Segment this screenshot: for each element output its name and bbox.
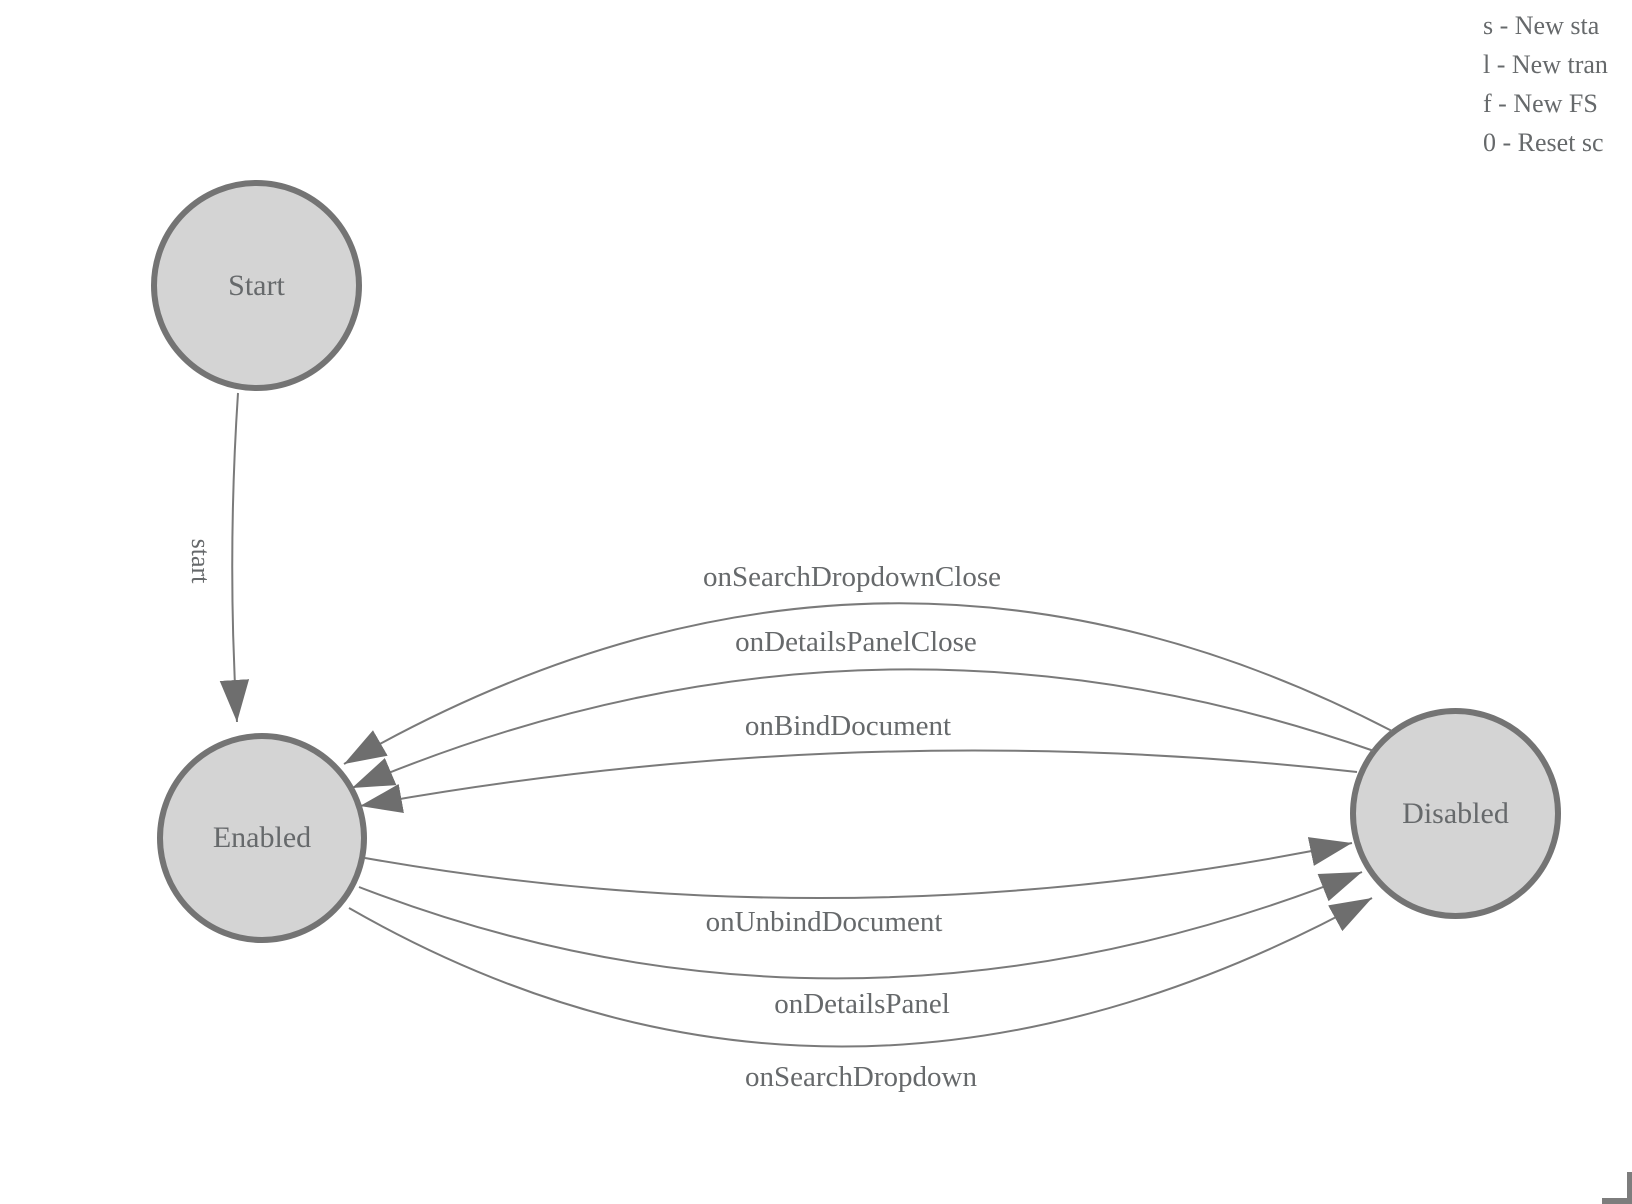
state-label: Start xyxy=(228,268,285,302)
shortcuts-legend: s - New sta l - New tran f - New FS 0 - … xyxy=(1483,6,1608,162)
edge-label-on-bind-document[interactable]: onBindDocument xyxy=(744,710,952,742)
state-label: Enabled xyxy=(212,821,312,854)
legend-line: l - New tran xyxy=(1483,50,1608,79)
edge-start[interactable] xyxy=(219,392,250,723)
edge-label-on-details-panel-close[interactable]: onDetailsPanelClose xyxy=(735,626,977,658)
edge-on-search-dropdown[interactable] xyxy=(348,897,1373,1048)
edge-on-search-dropdown-close[interactable] xyxy=(343,602,1393,765)
legend-line: 0 - Reset sc xyxy=(1483,128,1604,157)
edge-on-details-panel[interactable] xyxy=(358,871,1363,980)
state-enabled[interactable]: Enabled xyxy=(157,733,367,943)
edge-on-bind-document[interactable] xyxy=(359,749,1358,813)
edge-label-on-details-panel[interactable]: onDetailsPanel xyxy=(774,988,950,1020)
corner-artifact xyxy=(1602,1172,1632,1204)
edge-label-on-search-dropdown[interactable]: onSearchDropdown xyxy=(745,1061,977,1093)
state-start[interactable]: Start xyxy=(151,180,362,391)
edge-label-start[interactable]: start xyxy=(186,538,215,584)
state-label: Disabled xyxy=(1402,796,1509,830)
edge-on-details-panel-close[interactable] xyxy=(351,668,1375,789)
edge-on-unbind-document[interactable] xyxy=(364,837,1353,900)
edge-label-on-search-dropdown-close[interactable]: onSearchDropdownClose xyxy=(702,561,1002,593)
legend-line: f - New FS xyxy=(1483,89,1598,118)
edge-label-on-unbind-document[interactable]: onUnbindDocument xyxy=(705,906,943,938)
state-disabled[interactable]: Disabled xyxy=(1350,708,1561,919)
legend-line: s - New sta xyxy=(1483,11,1600,40)
